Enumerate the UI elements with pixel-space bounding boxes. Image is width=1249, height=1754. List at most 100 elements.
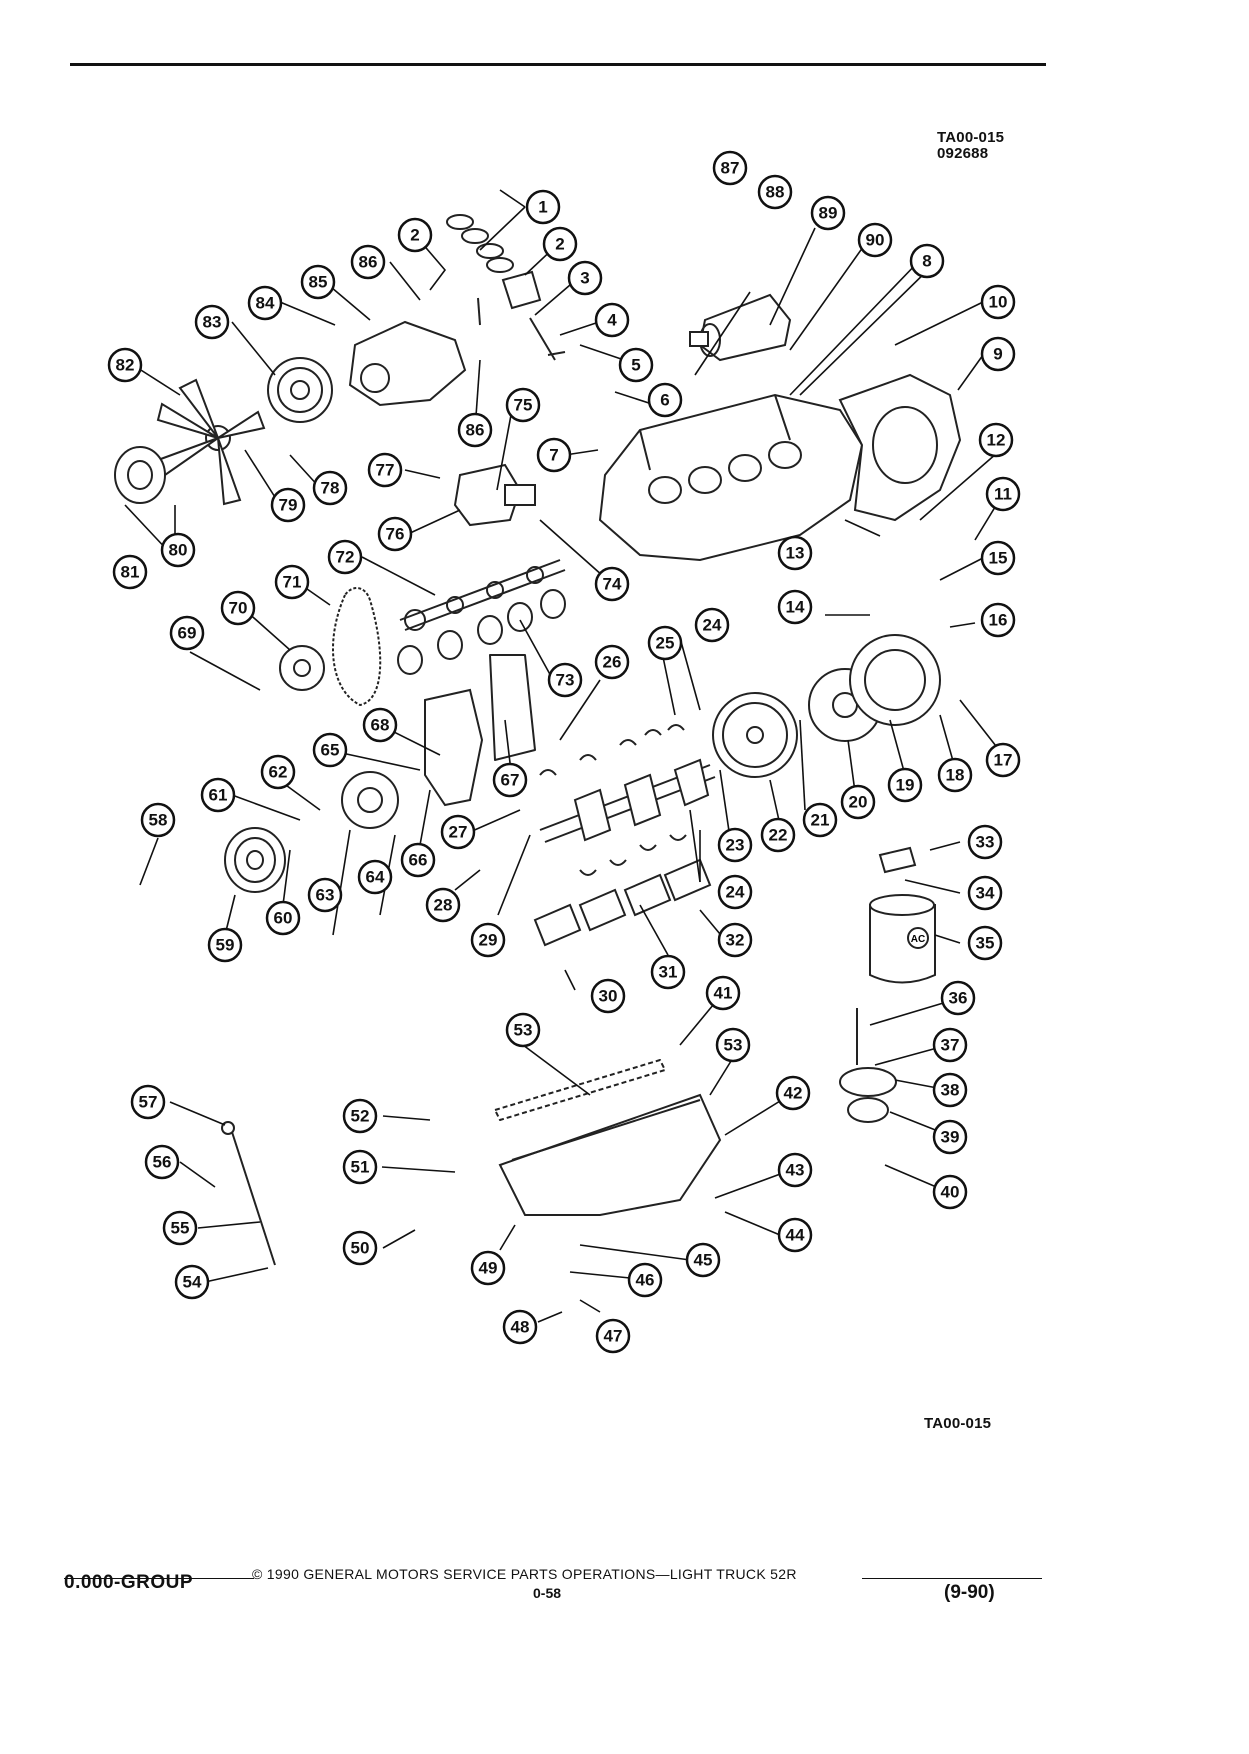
callout-52: 52 xyxy=(342,1098,378,1134)
svg-text:32: 32 xyxy=(726,931,745,950)
svg-text:61: 61 xyxy=(209,786,228,805)
flywheel xyxy=(712,692,798,778)
pressure-plate xyxy=(849,634,941,726)
figure-date: 092688 xyxy=(937,145,989,162)
main-bearing-caps xyxy=(533,858,712,947)
svg-text:19: 19 xyxy=(896,776,915,795)
svg-text:58: 58 xyxy=(149,811,168,830)
svg-text:52: 52 xyxy=(351,1107,370,1126)
callout-21: 21 xyxy=(802,802,838,838)
callout-45: 45 xyxy=(685,1242,721,1278)
svg-text:16: 16 xyxy=(989,611,1008,630)
svg-text:83: 83 xyxy=(203,313,222,332)
svg-text:13: 13 xyxy=(786,544,805,563)
starter-motor xyxy=(689,293,792,362)
callout-36: 36 xyxy=(940,980,976,1016)
callout-74: 74 xyxy=(594,566,630,602)
callout-4: 4 xyxy=(594,302,630,338)
cam-bearings xyxy=(397,589,566,675)
svg-text:41: 41 xyxy=(714,984,733,1003)
callout-90: 90 xyxy=(857,222,893,258)
callout-26: 26 xyxy=(594,644,630,680)
svg-text:69: 69 xyxy=(178,624,197,643)
callout-68: 68 xyxy=(362,707,398,743)
footer-rule-right xyxy=(862,1578,1042,1579)
callout-84: 84 xyxy=(247,285,283,321)
callout-72: 72 xyxy=(327,539,363,575)
svg-text:56: 56 xyxy=(153,1153,172,1172)
water-pump xyxy=(348,320,467,407)
svg-text:27: 27 xyxy=(449,823,468,842)
footer-date: (9-90) xyxy=(944,1582,995,1603)
svg-text:49: 49 xyxy=(479,1259,498,1278)
svg-text:21: 21 xyxy=(811,811,830,830)
svg-text:22: 22 xyxy=(769,826,788,845)
main-bearings xyxy=(539,724,687,876)
callout-40: 40 xyxy=(932,1174,968,1210)
svg-text:24: 24 xyxy=(726,883,745,902)
svg-text:82: 82 xyxy=(116,356,135,375)
svg-text:12: 12 xyxy=(987,431,1006,450)
water-pump-pulley xyxy=(267,357,333,423)
callout-39: 39 xyxy=(932,1119,968,1155)
callout-8: 8 xyxy=(909,243,945,279)
callout-76: 76 xyxy=(377,516,413,552)
callout-67: 67 xyxy=(492,762,528,798)
svg-text:79: 79 xyxy=(279,496,298,515)
callout-42: 42 xyxy=(775,1075,811,1111)
callout-43: 43 xyxy=(777,1152,813,1188)
bellhousing xyxy=(838,373,962,522)
svg-text:78: 78 xyxy=(321,479,340,498)
callout-62: 62 xyxy=(260,754,296,790)
callout-41: 41 xyxy=(705,975,741,1011)
svg-text:7: 7 xyxy=(549,446,558,465)
callout-5: 5 xyxy=(618,347,654,383)
callout-54: 54 xyxy=(174,1264,210,1300)
footer-copyright: © 1990 GENERAL MOTORS SERVICE PARTS OPER… xyxy=(252,1566,797,1582)
svg-text:30: 30 xyxy=(599,987,618,1006)
footer-page-number: 0-58 xyxy=(533,1585,562,1601)
callout-70: 70 xyxy=(220,590,256,626)
callout-25: 25 xyxy=(647,625,683,661)
callout-17: 17 xyxy=(985,742,1021,778)
callout-1: 1 xyxy=(525,189,561,225)
svg-text:72: 72 xyxy=(336,548,355,567)
svg-text:46: 46 xyxy=(636,1271,655,1290)
svg-text:77: 77 xyxy=(376,461,395,480)
svg-text:74: 74 xyxy=(603,575,622,594)
svg-text:81: 81 xyxy=(121,563,140,582)
callout-55: 55 xyxy=(162,1210,198,1246)
footer-rule-left xyxy=(64,1578,254,1579)
callout-78: 78 xyxy=(312,470,348,506)
svg-text:89: 89 xyxy=(819,204,838,223)
svg-text:70: 70 xyxy=(229,599,248,618)
figure-code: TA00-015 xyxy=(937,129,1005,146)
callout-77: 77 xyxy=(367,452,403,488)
callout-50: 50 xyxy=(342,1230,378,1266)
svg-text:47: 47 xyxy=(604,1327,623,1346)
callout-15: 15 xyxy=(980,540,1016,576)
callout-19: 19 xyxy=(887,767,923,803)
callout-44: 44 xyxy=(777,1217,813,1253)
svg-text:39: 39 xyxy=(941,1128,960,1147)
callout-83: 83 xyxy=(194,304,230,340)
svg-text:75: 75 xyxy=(514,396,533,415)
svg-text:71: 71 xyxy=(283,573,302,592)
callout-2a: 2 xyxy=(397,217,433,253)
svg-text:23: 23 xyxy=(726,836,745,855)
svg-text:36: 36 xyxy=(949,989,968,1008)
svg-text:25: 25 xyxy=(656,634,675,653)
oil-pan-gasket xyxy=(494,1059,666,1121)
callout-79: 79 xyxy=(270,487,306,523)
svg-text:62: 62 xyxy=(269,763,288,782)
callout-18: 18 xyxy=(937,757,973,793)
callout-87: 87 xyxy=(712,150,748,186)
callout-56: 56 xyxy=(144,1144,180,1180)
callout-3: 3 xyxy=(567,260,603,296)
svg-text:17: 17 xyxy=(994,751,1013,770)
svg-text:3: 3 xyxy=(580,269,589,288)
harmonic-balancer xyxy=(341,771,399,829)
svg-text:85: 85 xyxy=(309,273,328,292)
callout-53a: 53 xyxy=(505,1012,541,1048)
callout-58: 58 xyxy=(140,802,176,838)
